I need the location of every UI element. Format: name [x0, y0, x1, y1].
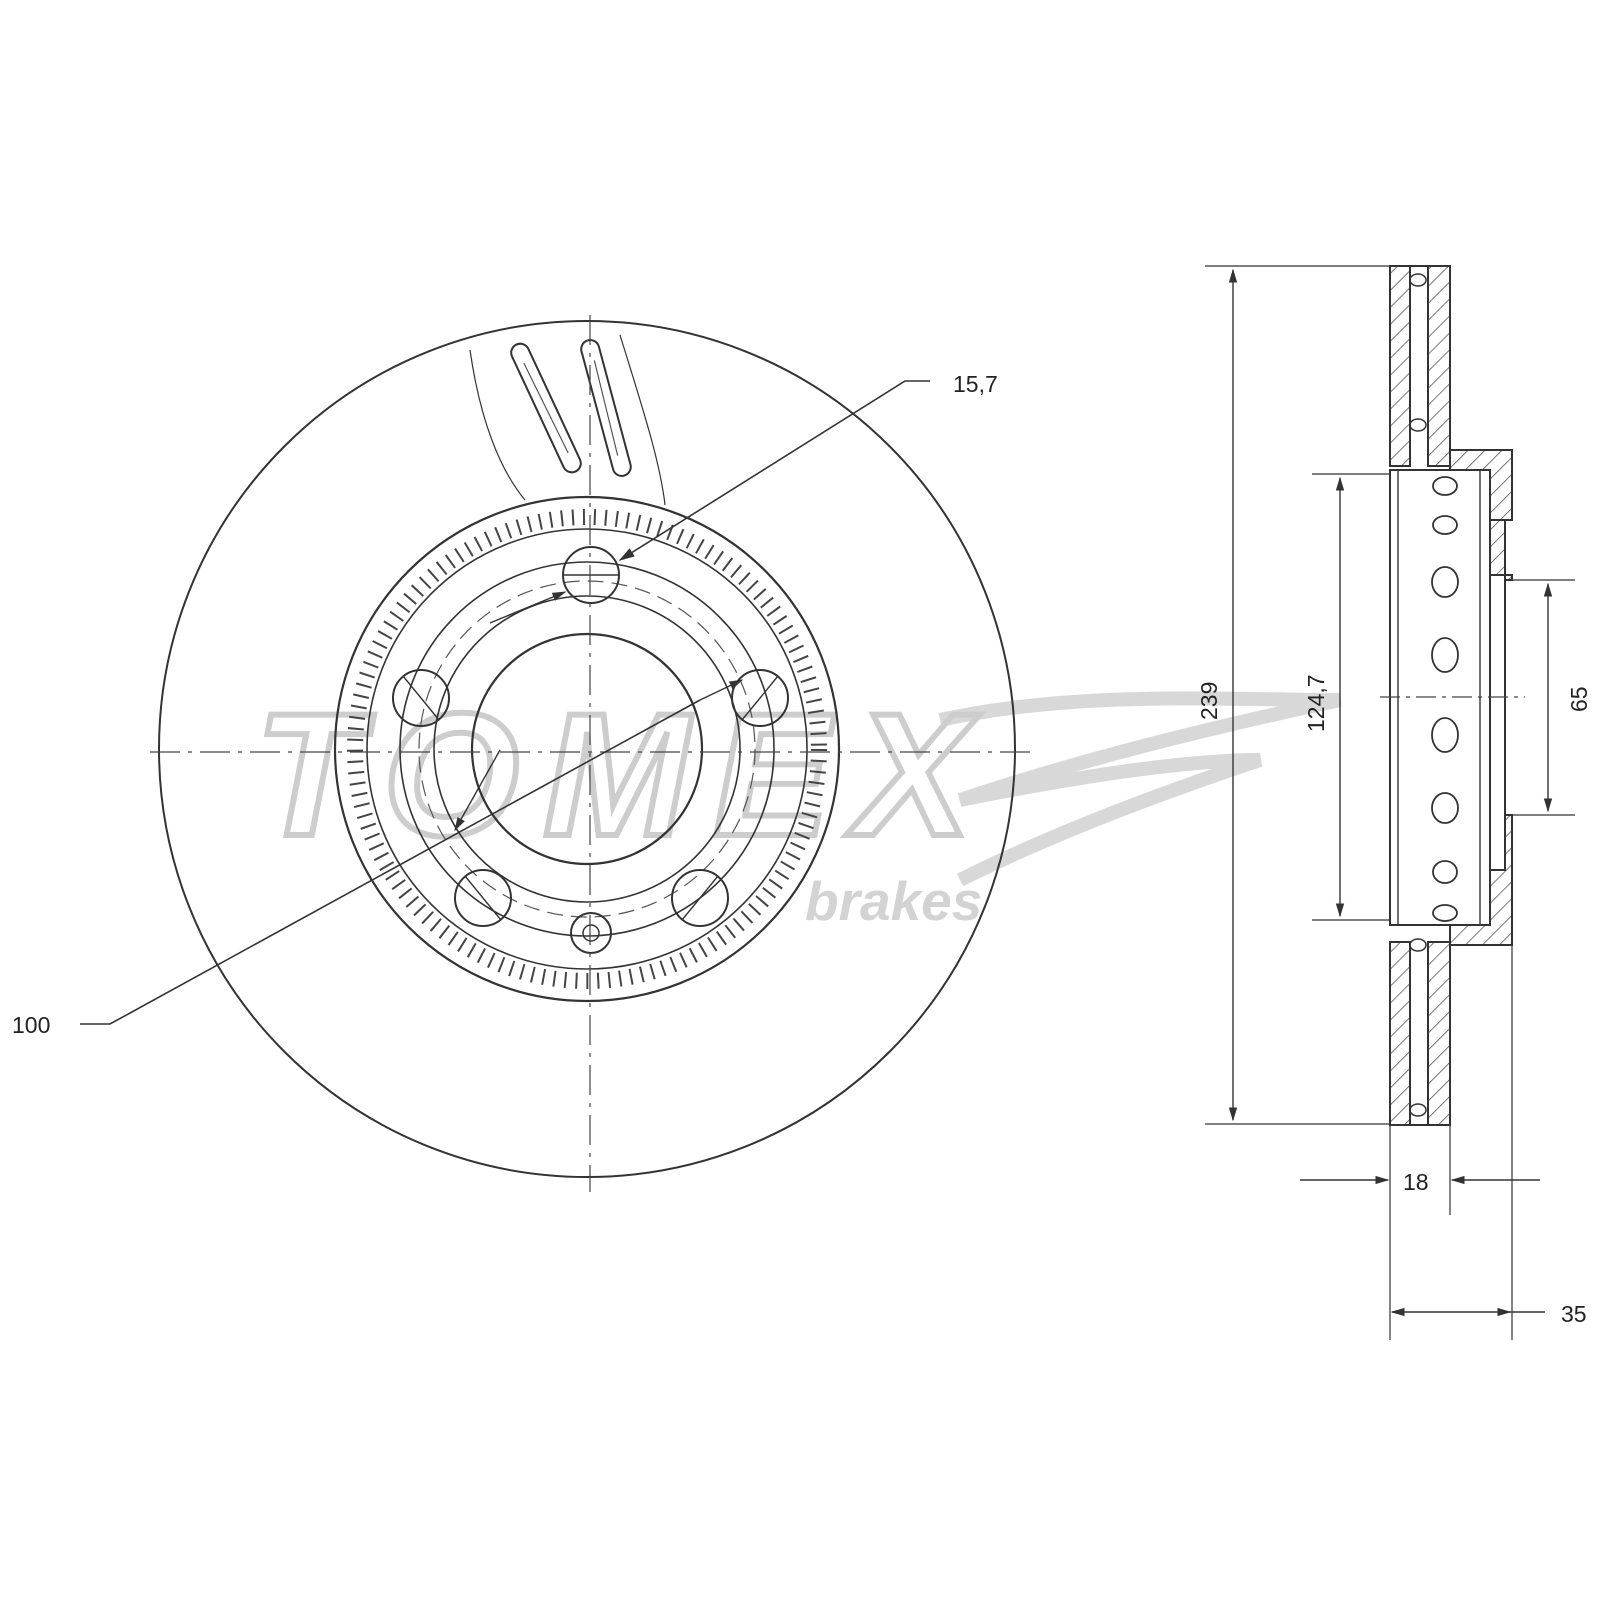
- dim-hub-hole: 15,7: [953, 371, 998, 397]
- bolt-ring-outer: [399, 561, 775, 937]
- hat-ring-teeth: [347, 509, 827, 989]
- section-lower-outer-plate: [1389, 941, 1411, 1126]
- watermark: TOMEX brakes: [252, 675, 1342, 932]
- section-hat-wall: [1389, 469, 1491, 926]
- locating-hole: [570, 912, 612, 954]
- section-upper-outer-plate: [1389, 265, 1411, 467]
- section-lower-inner-plate: [1427, 941, 1451, 1126]
- center-bore-circle: [470, 632, 704, 866]
- side-view: 239 124,7 65 18 35: [1196, 265, 1592, 1340]
- dim-hat-diameter: 124,7: [1303, 674, 1329, 732]
- leader-hub-hole: [618, 380, 930, 561]
- front-view: 15,7 100: [12, 315, 1030, 1192]
- section-vent-holes: [1409, 273, 1459, 1117]
- dim-outer-diameter: 239: [1196, 682, 1222, 720]
- watermark-swoosh: [938, 691, 1342, 887]
- dim-height: 35: [1561, 1301, 1587, 1327]
- dim-bolt-circle: 100: [12, 1012, 50, 1038]
- dim-thickness: 18: [1403, 1169, 1429, 1195]
- bolt-holes: [392, 546, 789, 954]
- watermark-tagline: brakes: [805, 870, 982, 932]
- bolt-hole: [671, 869, 729, 927]
- vent-slots: [469, 334, 666, 506]
- hat-ring: [366, 528, 808, 970]
- bolt-hole: [731, 669, 789, 727]
- bolt-ring-dash: [418, 580, 756, 918]
- bolt-hole: [454, 869, 512, 927]
- disc-outer-edge: [158, 320, 1016, 1178]
- leader-bolt-circle: [80, 699, 701, 1025]
- hat-outer: [333, 495, 841, 1003]
- section-upper-inner-plate: [1427, 265, 1451, 467]
- bolt-hole: [392, 669, 450, 727]
- bolt-ring-inner: [433, 595, 741, 903]
- dim-center-bore: 65: [1566, 686, 1592, 712]
